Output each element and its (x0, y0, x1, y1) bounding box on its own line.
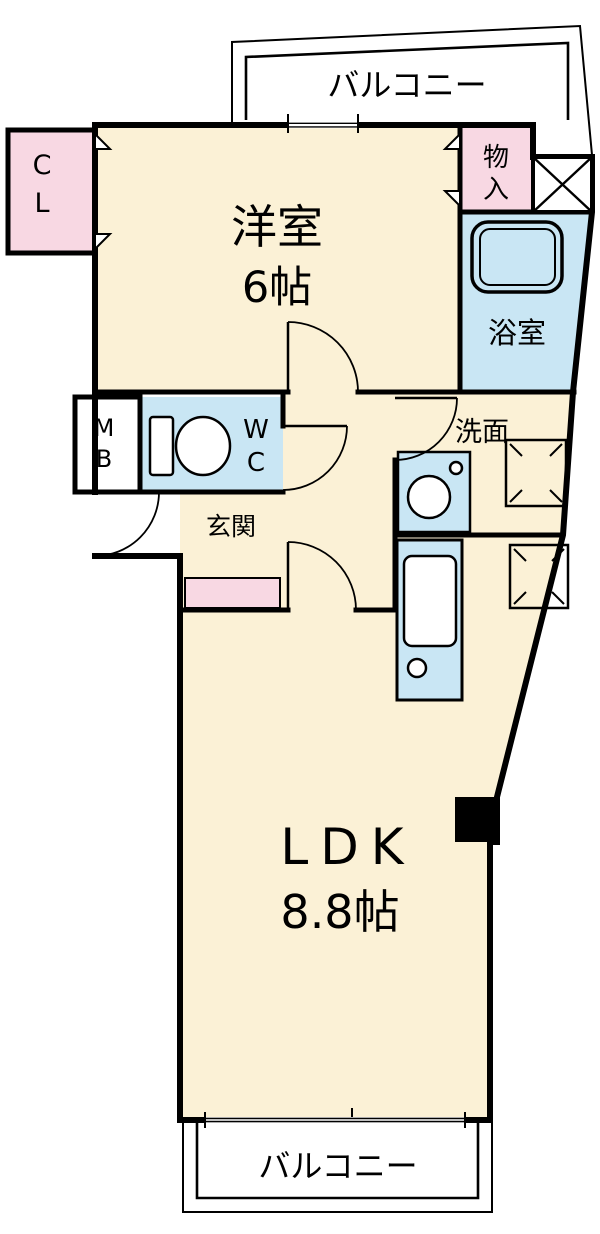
kitchen-sink-icon (402, 554, 458, 648)
bathtub-icon (470, 220, 564, 294)
storage-label-line1: 物 (483, 143, 509, 173)
window-top-gap (288, 121, 358, 129)
closet-box (5, 127, 98, 256)
door-leaves (95, 322, 457, 610)
balcony-top (231, 24, 593, 156)
toilet-door-arc (282, 425, 348, 491)
room-floors (95, 125, 592, 1120)
toilet-bowl-icon (174, 415, 232, 477)
entrance-door-arc (94, 491, 160, 557)
hallway-floor (283, 392, 395, 610)
western-room-door-arc (287, 321, 359, 393)
washer-space-corner-marks (509, 443, 563, 503)
washroom-label: 洗面 (455, 417, 509, 448)
fridge-space-icon (508, 543, 570, 610)
balcony-top-label: バルコニー (327, 66, 486, 104)
balcony-bottom-inner-rail (195, 1123, 480, 1200)
bathroom-floor (460, 212, 592, 392)
pipe-space (531, 155, 594, 214)
interior-walls (92, 122, 595, 613)
ldk-floor (180, 535, 563, 1120)
entrance-label: 玄関 (206, 512, 256, 541)
balcony-bottom-outer-rail (182, 1123, 493, 1213)
balcony-bottom-label: バルコニー (258, 1147, 417, 1185)
kitchen-burner-icon (406, 657, 428, 679)
toilet-tank-icon (148, 415, 175, 477)
balcony-top-inner-rail (244, 41, 570, 120)
toilet-label-line2: C (247, 448, 265, 478)
toilet-label-line1: W (243, 415, 269, 445)
door-swings (94, 321, 458, 611)
western-room-floor (95, 125, 460, 392)
fixtures (148, 220, 570, 702)
window-bottom-panes (205, 1117, 465, 1123)
bathtub-inner-icon (479, 228, 556, 286)
closet-door-marks (94, 131, 461, 252)
ldk-size: 8.8帖 (280, 885, 399, 939)
storage-floor (460, 125, 533, 212)
washroom-door-arc (394, 397, 458, 461)
windows (204, 114, 466, 1128)
ldk-label: LDK (280, 818, 415, 876)
western-room-size: 6帖 (242, 263, 312, 313)
meter-box (72, 394, 143, 495)
bathroom-label: 浴室 (488, 316, 546, 350)
pipe-space-cross-icon (532, 156, 593, 213)
entrance-mat (184, 577, 281, 609)
meter-box-label-line2: B (96, 445, 112, 473)
closet-label-line2: L (34, 188, 49, 219)
vanity-bowl-icon (406, 474, 452, 520)
western-room-label: 洋室 (231, 200, 323, 254)
balcony-bottom (182, 1123, 493, 1213)
ldk-door-arc (287, 541, 357, 611)
window-top-ticks (287, 114, 359, 133)
labels: バルコニー C L 洋室 6帖 物 入 浴室 M B W C 洗面 玄関 LDK… (33, 66, 546, 1185)
window-bottom-ticks (204, 1108, 466, 1128)
window-top-panes (288, 122, 358, 128)
balcony-top-outer-rail (231, 24, 593, 156)
vanity-faucet-icon (448, 460, 464, 476)
closet-label-line1: C (33, 150, 52, 181)
meter-box-label-line1: M (94, 414, 115, 442)
window-bottom-gap (205, 1117, 465, 1123)
storage-label-line2: 入 (483, 175, 509, 205)
pillar (455, 797, 497, 842)
